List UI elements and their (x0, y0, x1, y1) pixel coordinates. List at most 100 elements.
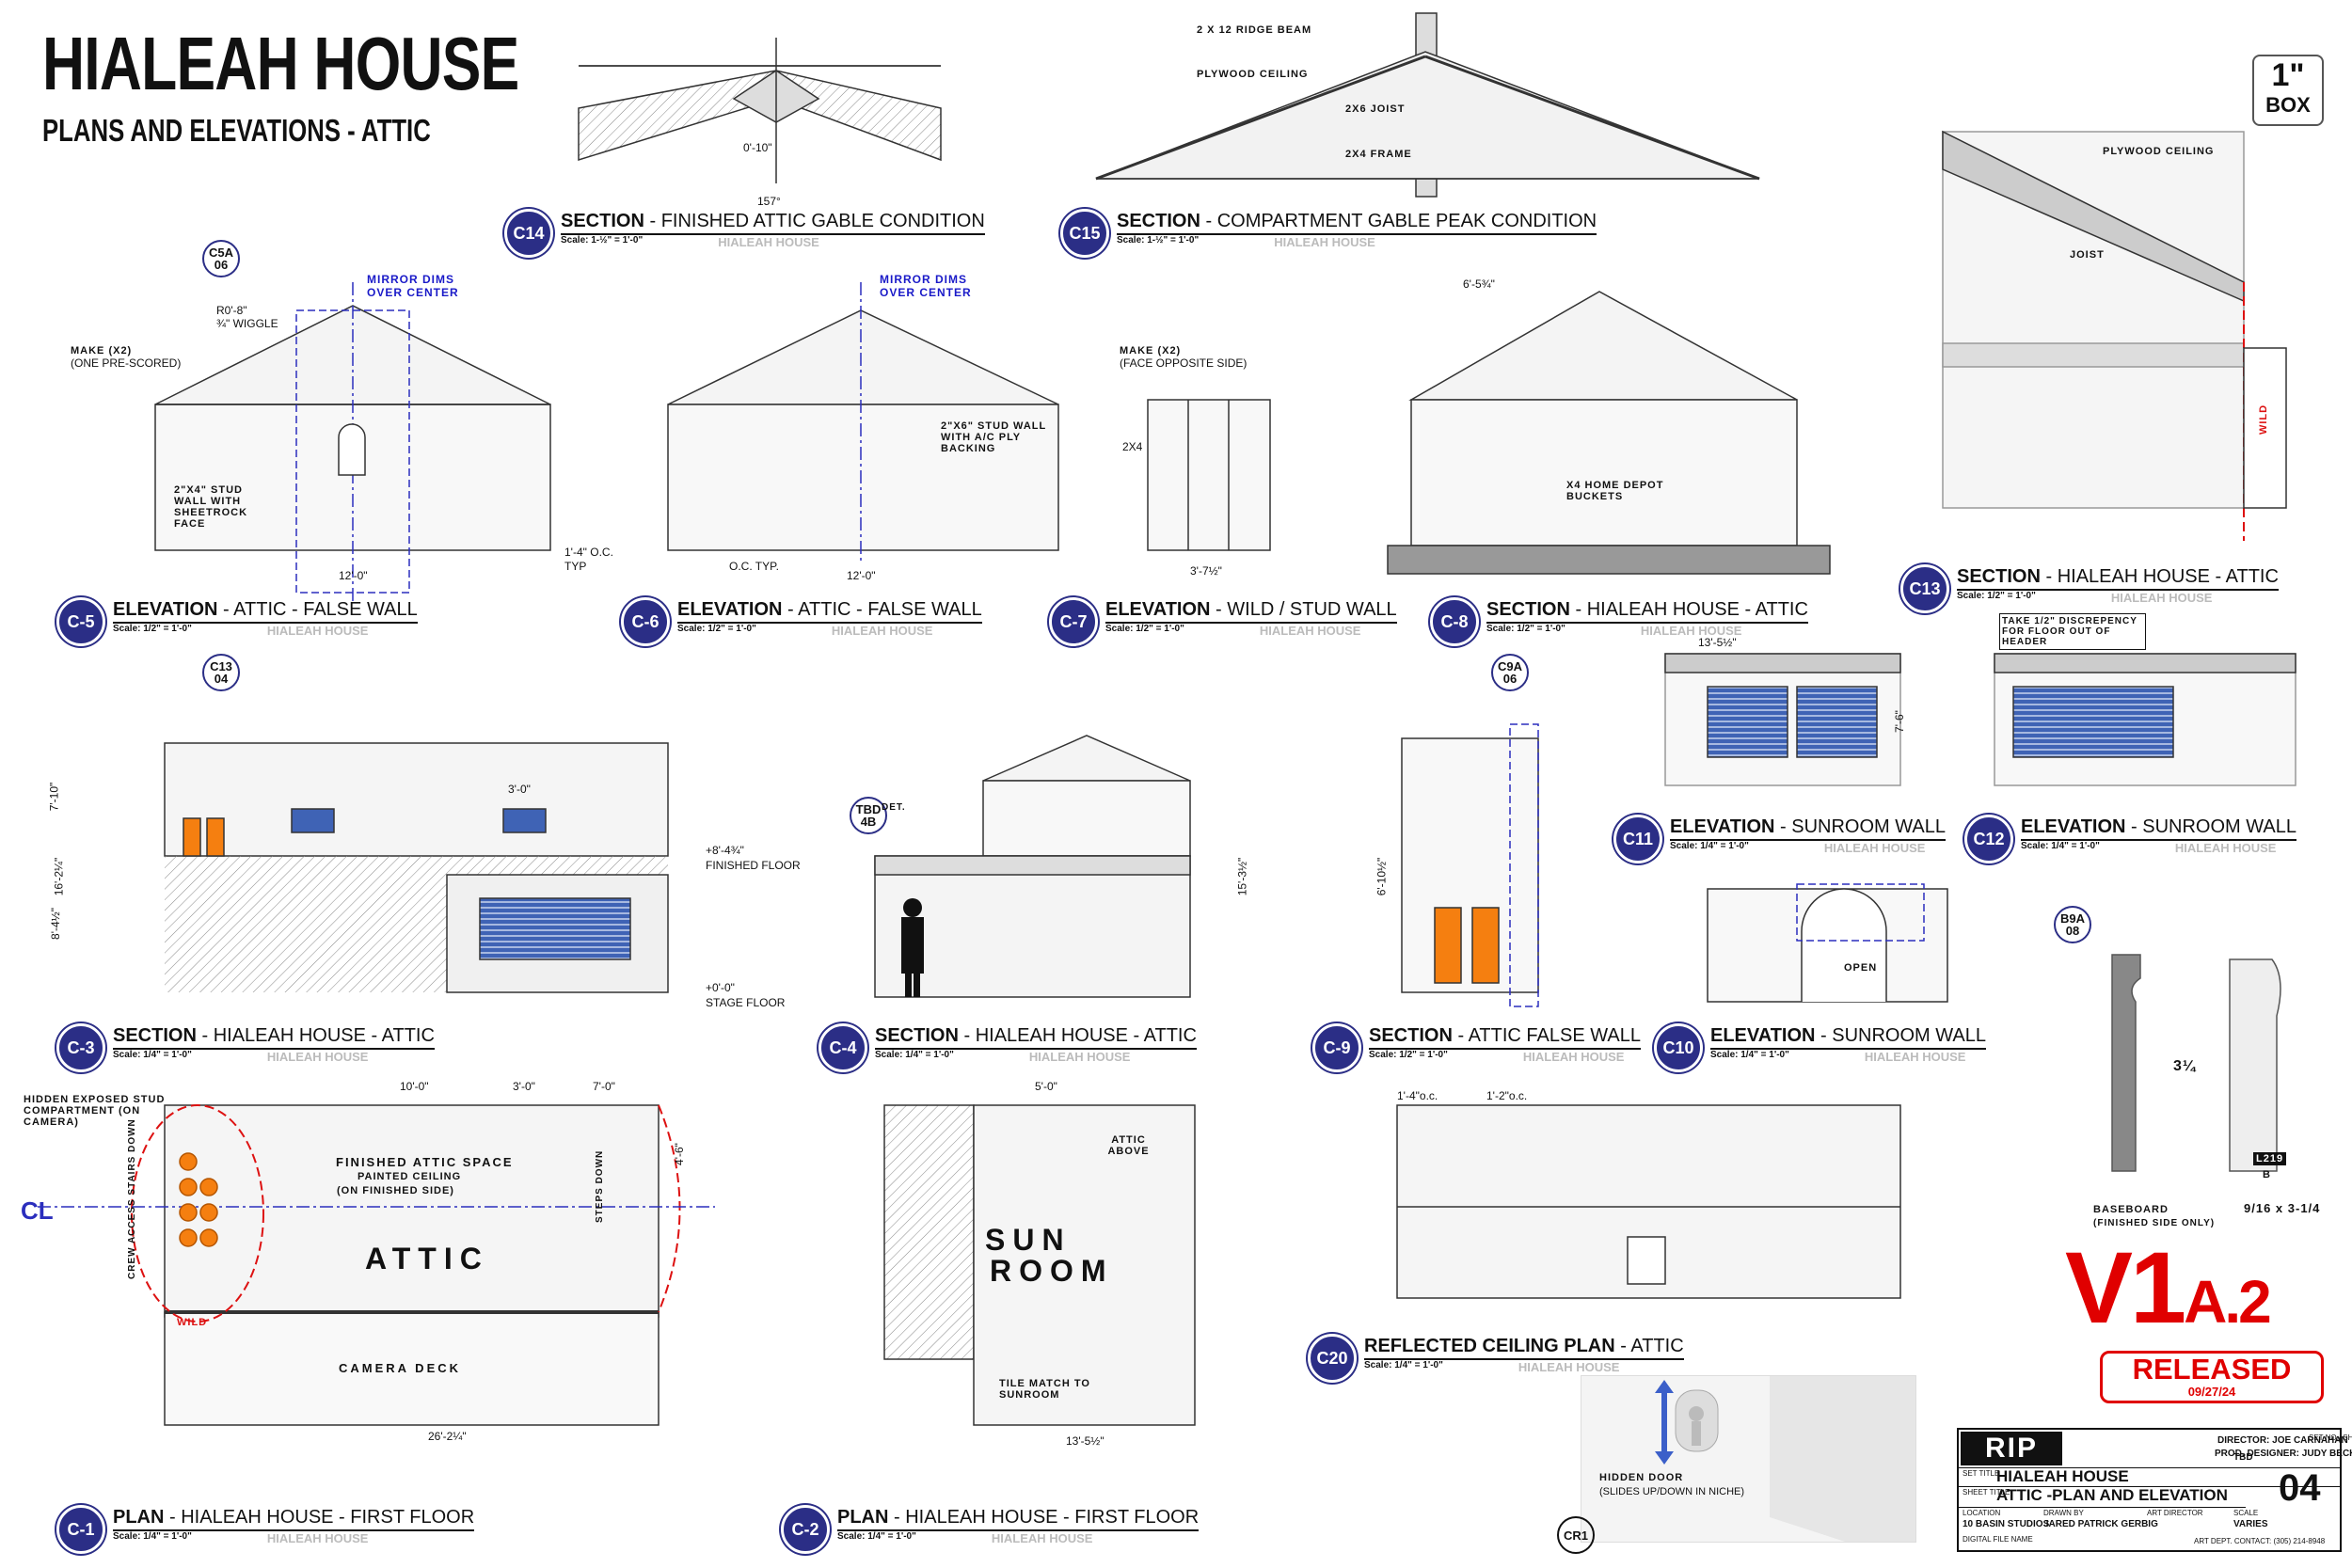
detail-tag-top: TBD (855, 802, 882, 816)
callout-c15: C15 SECTION - COMPARTMENT GABLE PEAK CON… (1060, 209, 1597, 258)
callout-name: SUNROOM WALL (1832, 1025, 1986, 1046)
detail-tag-bottom: 4B (860, 815, 877, 829)
callout-kind: PLAN (113, 1507, 165, 1528)
detail-tag-top: C9A (1497, 659, 1522, 673)
note-wild-plan: WILD (177, 1317, 208, 1328)
box-size-label: 1" BOX (2252, 55, 2324, 126)
c7-stud-wall (1147, 399, 1271, 551)
callout-bubble: C14 (504, 209, 553, 258)
revision-suffix: A.2 (2184, 1268, 2272, 1336)
revision-main: V1 (2065, 1230, 2186, 1344)
room-label-camera-deck: CAMERA DECK (339, 1361, 462, 1375)
dim-8-4: 8'-4½" (48, 908, 62, 940)
dim-1-2-oc: 1'-2"o.c. (1486, 1089, 1528, 1102)
dim-13-5-a: 13'-5½" (1698, 636, 1737, 649)
dim-15-3: 15'-3½" (1235, 857, 1249, 896)
box-size: 1" (2271, 57, 2305, 93)
room-label-sun: SUN (985, 1223, 1072, 1257)
callout-project: HIALEAH HOUSE (2110, 591, 2213, 605)
callout-kind: REFLECTED CEILING PLAN (1364, 1336, 1615, 1356)
tb-location: 10 BASIN STUDIOS (1963, 1519, 2050, 1529)
dim-7-10: 7'-10" (47, 782, 61, 812)
note-make-x2-b-l2: (FACE OPPOSITE SIDE) (1120, 356, 1248, 370)
note-hidden-door: HIDDEN DOOR (1599, 1472, 1684, 1483)
callout-scale: Scale: 1/2" = 1'-0" (677, 624, 756, 634)
note-make-x2-b-l1: MAKE (X2) (1120, 345, 1182, 356)
callout-c13: C13 SECTION - HIALEAH HOUSE - ATTIC Scal… (1900, 564, 2279, 613)
page-subtitle: PLANS AND ELEVATIONS - ATTIC (42, 113, 431, 148)
dim-oc-typ: O.C. TYP. (729, 560, 779, 573)
note-stud-wall-b: 2"X6" STUD WALL WITH A/C PLY BACKING (941, 420, 1047, 454)
callout-bubble: C11 (1613, 815, 1662, 863)
callout-c10: C10 ELEVATION - SUNROOM WALL Scale: 1/4"… (1654, 1023, 1986, 1072)
page-title: HIALEAH HOUSE (42, 22, 519, 105)
studio-logo: RIP (1961, 1432, 2062, 1465)
tb-designer: PROD. DESIGNER: JUDY BECKER (2215, 1449, 2352, 1459)
title-block: RIP DIRECTOR: JOE CARNAHAN PROD. DESIGNE… (1957, 1428, 2352, 1552)
callout-bubble: C-4 (818, 1023, 867, 1072)
dim-26-2: 26'-2¼" (428, 1430, 467, 1443)
callout-bubble: C13 (1900, 564, 1949, 613)
callout-scale: Scale: 1/4" = 1'-0" (1710, 1050, 1789, 1060)
callout-c5: C-5 ELEVATION - ATTIC - FALSE WALL Scale… (56, 597, 418, 646)
c6-false-wall (667, 282, 1059, 564)
dim-typ: TYP (564, 560, 587, 573)
tb-sheet-title-label: SHEET TITLE (1963, 1488, 2010, 1497)
revision-label: V1A.2 (2065, 1237, 2272, 1338)
note-l219b: B (2263, 1169, 2271, 1180)
dim-13-5-b: 13'-5½" (1066, 1434, 1104, 1448)
callout-name: HIALEAH HOUSE - ATTIC (213, 1025, 435, 1046)
callout-bubble: C-2 (781, 1505, 830, 1554)
note-finished-side-only: (FINISHED SIDE ONLY) (2093, 1218, 2216, 1228)
callout-name: ATTIC - FALSE WALL (798, 599, 982, 620)
note-make-x2-b: MAKE (X2)(FACE OPPOSITE SIDE) (1120, 345, 1247, 370)
callout-kind: SECTION (1369, 1025, 1453, 1046)
callout-c20: C20 REFLECTED CEILING PLAN - ATTIC Scale… (1308, 1334, 1684, 1383)
c9-false-wall (1401, 723, 1539, 1007)
callout-scale: Scale: 1-½" = 1'-0" (1117, 235, 1200, 245)
hidden-door-render (1581, 1375, 1916, 1543)
callout-name: WILD / STUD WALL (1227, 599, 1397, 620)
callout-project: HIALEAH HOUSE (266, 624, 369, 638)
callout-scale: Scale: 1/2" = 1'-0" (1486, 624, 1565, 634)
detail-tag-bottom: 08 (2065, 924, 2080, 938)
note-2x6-joist: 2X6 JOIST (1345, 103, 1406, 115)
callout-project: HIALEAH HOUSE (991, 1531, 1093, 1545)
note-plywood-ceiling-c13: PLYWOOD CEILING (2103, 146, 2215, 157)
callout-bubble: C-6 (621, 597, 670, 646)
tb-set-title-label: SET TITLE (1963, 1469, 2000, 1478)
detail-tag-bottom: 06 (1502, 672, 1518, 686)
room-label-attic: ATTIC (365, 1242, 489, 1275)
note-ff-dim: +8'-4¾" (706, 844, 744, 857)
render-image (1655, 1376, 1915, 1542)
tb-sheet-title: ATTIC -PLAN AND ELEVATION (1996, 1486, 2228, 1504)
c3-section (164, 742, 669, 993)
room-label-room: ROOM (990, 1254, 1114, 1288)
released-status: RELEASED (2132, 1353, 2292, 1386)
callout-bubble: C15 (1060, 209, 1109, 258)
note-molding-height: 3¼ (2173, 1058, 2197, 1074)
tb-art-director-label: ART DIRECTOR (2147, 1509, 2203, 1517)
callout-scale: Scale: 1/4" = 1'-0" (113, 1050, 192, 1060)
dim-2x4: 2X4 (1122, 440, 1143, 453)
dim-12-0-b: 12'-0" (847, 569, 876, 582)
dim-3-7: 3'-7½" (1190, 564, 1222, 578)
callout-bubble: C-5 (56, 597, 105, 646)
callout-scale: Scale: 1/4" = 1'-0" (837, 1531, 916, 1542)
note-on-finished-side: (ON FINISHED SIDE) (337, 1185, 454, 1196)
callout-project: HIALEAH HOUSE (2174, 841, 2277, 855)
note-crew-access: CREW ACCESS STAIRS DOWN (127, 1118, 137, 1279)
callout-c14: C14 SECTION - FINISHED ATTIC GABLE CONDI… (504, 209, 985, 258)
callout-scale: Scale: 1/2" = 1'-0" (1105, 624, 1184, 634)
callout-bubble: C-1 (56, 1505, 105, 1554)
c20-ceiling-plan (1396, 1104, 1901, 1299)
note-stud-wall-a: 2"X4" STUD WALL WITH SHEETROCK FACE (174, 484, 248, 530)
note-open: OPEN (1844, 962, 1878, 974)
dim-10-0: 10'-0" (400, 1080, 429, 1093)
box-word: BOX (2265, 93, 2311, 117)
tb-drawn-by: JARED PATRICK GERBIG (2043, 1519, 2158, 1529)
callout-scale: Scale: 1/4" = 1'-0" (1670, 841, 1749, 851)
c1-plan (38, 1104, 715, 1426)
